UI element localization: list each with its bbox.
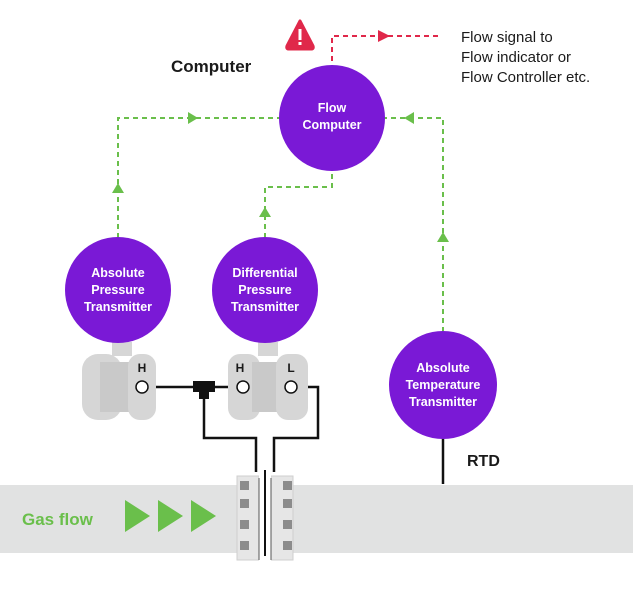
abs-pressure-label-3: Transmitter (84, 300, 152, 314)
flow-computer-label-2: Computer (302, 118, 361, 132)
rtd-label: RTD (467, 453, 500, 470)
computer-label: Computer (171, 57, 252, 76)
port-label-diff-l: L (287, 361, 294, 375)
abs-temperature-label-1: Absolute (416, 361, 470, 375)
output-signal-line (331, 35, 442, 70)
tee-fitting (193, 381, 215, 392)
abs-temperature-circle (389, 331, 497, 439)
flow-signal-line-3: Flow Controller etc. (461, 69, 590, 86)
abs-pressure-circle (65, 237, 171, 343)
play-arrow-icon (125, 500, 150, 532)
diff-pressure-label-2: Pressure (238, 283, 292, 297)
abs-temperature-label-2: Temperature (406, 378, 481, 392)
port-circle-diff-h (236, 380, 250, 394)
diff-pressure-circle (212, 237, 318, 343)
flow-signal-line-1: Flow signal to (461, 29, 553, 46)
tee-stem (199, 391, 209, 399)
port-label-diff-h: H (236, 361, 245, 375)
flange-bolts (240, 481, 292, 550)
signal-arrowheads (112, 112, 449, 242)
abs-temperature-label-3: Transmitter (409, 395, 477, 409)
flow-arrows (125, 500, 216, 532)
signal-lines (117, 117, 444, 332)
diff-pressure-label-1: Differential (232, 266, 297, 280)
gas-flow-label: Gas flow (22, 510, 94, 529)
output-arrowhead (378, 30, 390, 42)
flow-computer-label-1: Flow (318, 101, 347, 115)
flow-computer-circle (279, 65, 385, 171)
port-circle-diff-l (284, 380, 298, 394)
diff-pressure-label-3: Transmitter (231, 300, 299, 314)
play-arrow-icon (191, 500, 216, 532)
orifice-flange (236, 470, 294, 564)
play-arrow-icon (158, 500, 183, 532)
warning-triangle-icon (285, 19, 315, 51)
gas-pipe (0, 485, 633, 553)
impulse-lines (148, 385, 445, 484)
port-circle-abs-h (135, 380, 149, 394)
abs-pressure-label-2: Pressure (91, 283, 145, 297)
abs-pressure-label-1: Absolute (91, 266, 145, 280)
flow-signal-line-2: Flow indicator or (461, 49, 571, 66)
port-label-abs-h: H (138, 361, 147, 375)
